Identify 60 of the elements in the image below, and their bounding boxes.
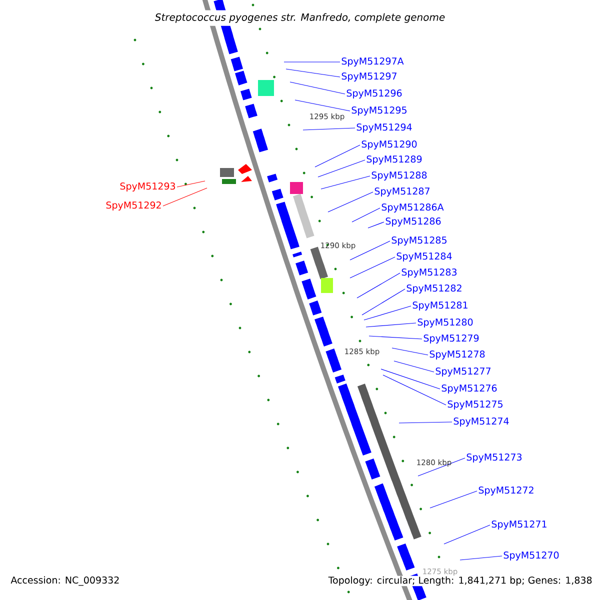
leader-line: [368, 336, 422, 340]
leader-line: [460, 556, 502, 560]
leader-line: [382, 374, 446, 406]
gene-label: SpyM51284: [396, 252, 452, 262]
leader-line: [366, 322, 416, 328]
leader-line: [286, 68, 340, 78]
gene-label: SpyM51297A: [342, 57, 404, 67]
leader-line: [350, 256, 396, 278]
gene-label: SpyM51293: [120, 182, 176, 192]
gene-label: SpyM51271: [492, 520, 546, 530]
gene-label: SpyM51277: [436, 367, 490, 377]
leader-line: [328, 192, 374, 212]
gene-label: SpyM51292: [106, 201, 161, 211]
gene-label: SpyM51281: [412, 301, 468, 311]
gene-label: SpyM51286: [386, 217, 441, 227]
leader-line: [350, 240, 390, 260]
gene-label: SpyM51273: [466, 453, 522, 463]
gene-label: SpyM51270: [504, 552, 559, 561]
gene-label: SpyM51280: [418, 318, 473, 328]
gene-label: SpyM51288: [372, 171, 427, 181]
leader-line: [364, 306, 412, 320]
leader-line: [302, 128, 356, 130]
gene-label: SpyM51289: [366, 155, 422, 165]
leader-line: [320, 176, 370, 190]
gene-label: SpyM51287: [374, 187, 430, 197]
gene-label: SpyM51279: [424, 334, 479, 344]
leader-line: [362, 288, 406, 316]
gene-label: SpyM51294: [356, 123, 412, 133]
leader-line: [356, 272, 400, 298]
gene-label: SpyM51297: [342, 72, 396, 82]
leader-line: [294, 100, 350, 112]
gene-label: SpyM51296: [346, 89, 402, 99]
leader-line: [176, 180, 206, 188]
gene-label: SpyM51282: [406, 284, 462, 294]
gene-label: SpyM51285: [392, 236, 446, 246]
leader-line: [444, 524, 490, 544]
leader-line: [318, 160, 366, 178]
gene-label: SpyM51286A: [382, 203, 444, 213]
leader-line: [290, 82, 346, 94]
gene-label: SpyM51295: [352, 106, 406, 116]
info-text: Accession: NC_009332: [10, 576, 120, 586]
leader-line: [418, 458, 466, 476]
leader-line: [314, 144, 360, 168]
leader-line: [368, 222, 384, 228]
leader-line: [352, 208, 380, 222]
leader-line: [380, 368, 440, 390]
gene-label: SpyM51290: [362, 140, 417, 150]
leader-line: [398, 422, 452, 424]
leader-line: [394, 360, 434, 372]
leader-line: [162, 188, 208, 206]
gene-label: SpyM51275: [448, 400, 502, 410]
info-text: Topology: circular; Length: 1,841,271 bp; Genes: 1,838: [328, 576, 593, 586]
gene-label: SpyM51278: [430, 350, 485, 360]
title: Streptococcus pyogenes str. Manfredo, complete genome: [152, 10, 448, 26]
gene-label: SpyM51276: [442, 384, 497, 394]
leader-line: [430, 490, 478, 508]
gene-label: SpyM51283: [402, 268, 457, 278]
gene-label: SpyM51272: [478, 486, 534, 496]
gene-label: SpyM51274: [454, 417, 509, 427]
leader-line: [392, 348, 428, 356]
